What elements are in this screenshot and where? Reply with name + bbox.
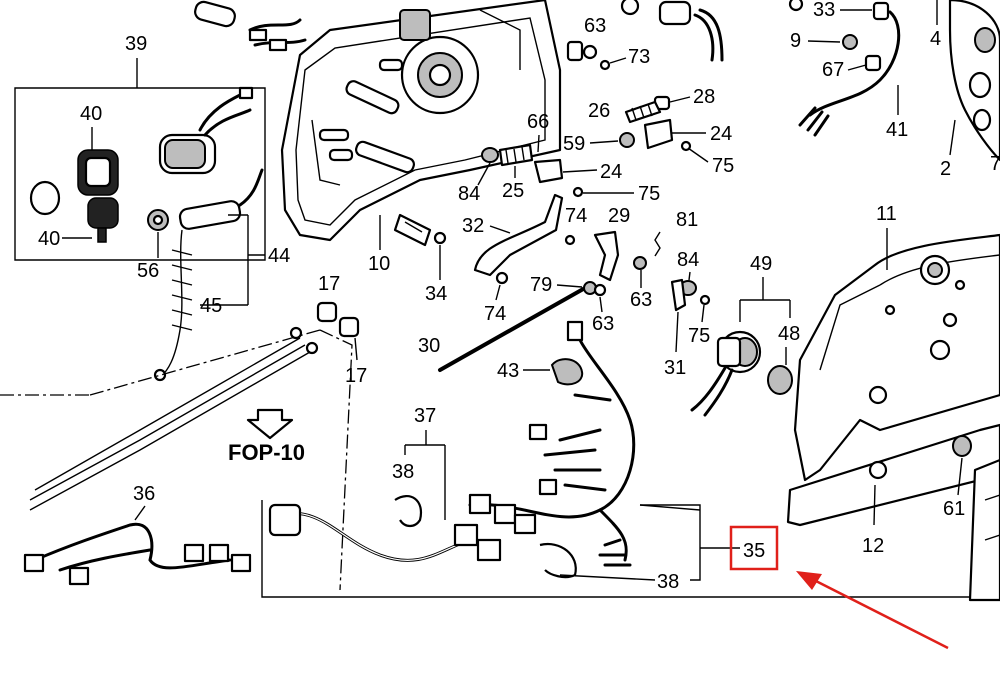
part-number-24-mid: 24 [600, 161, 622, 183]
throttle-cables [0, 326, 353, 591]
grommet-43 [550, 358, 584, 386]
part-number-38-top: 38 [392, 461, 414, 483]
part-number-35: 35 [743, 540, 765, 562]
control-box-housing [280, 0, 562, 242]
part-number-38-bottom: 38 [657, 571, 679, 593]
part-number-36: 36 [133, 483, 155, 505]
part-number-40-top: 40 [80, 103, 102, 125]
part-number-84-top: 84 [458, 183, 480, 205]
part-number-43: 43 [497, 360, 519, 382]
part-number-63-mid: 63 [630, 289, 652, 311]
rod-30 [438, 286, 587, 372]
connector-17b [338, 316, 360, 338]
part-number-44: 44 [268, 245, 290, 267]
part-number-48: 48 [778, 323, 800, 345]
part-number-2: 2 [940, 158, 951, 180]
lever-32 [473, 193, 564, 277]
part-number-4: 4 [930, 28, 941, 50]
connector-17a [316, 301, 338, 323]
top-harness [194, 0, 307, 52]
part-number-84-right: 84 [677, 249, 699, 271]
part-number-11: 11 [876, 203, 897, 225]
group-39-key-switch: 39 40 40 [14, 33, 266, 261]
part-number-75-a: 75 [712, 155, 734, 177]
part-number-9: 9 [790, 30, 801, 52]
part-number-17-top: 17 [318, 273, 340, 295]
part-number-31: 31 [664, 357, 686, 379]
part-number-75-c: 75 [688, 325, 710, 347]
part-number-26: 26 [588, 100, 610, 122]
part-number-63-top: 63 [584, 15, 606, 37]
main-harness-35 [268, 320, 636, 567]
highlight-arrow-icon [796, 571, 949, 650]
reference-label: FOP-10 [228, 440, 305, 465]
part-number-79: 79 [530, 274, 552, 296]
part-number-81: 81 [676, 209, 698, 231]
part-number-25: 25 [502, 180, 524, 202]
part-number-49: 49 [750, 253, 772, 275]
part-number-66: 66 [527, 111, 549, 133]
part-number-7: 7 [990, 153, 1000, 175]
side-housing-2 [948, 0, 1000, 162]
lanyard-switch [153, 168, 264, 382]
part-number-74-top: 74 [565, 205, 587, 227]
part-number-67: 67 [822, 59, 844, 81]
part-number-24-top: 24 [710, 123, 732, 145]
part-number-63-low: 63 [592, 313, 614, 335]
part-number-30: 30 [418, 335, 440, 357]
highlight-box [729, 525, 779, 571]
part-number-45: 45 [200, 295, 222, 317]
grommet-61 [952, 435, 972, 457]
side-cover-11 [793, 233, 1000, 482]
part-number-56: 56 [137, 260, 159, 282]
trim-switch-49 [690, 330, 762, 417]
cover-48 [767, 365, 793, 395]
part-number-40-bottom: 40 [38, 228, 60, 250]
clip-38-top [394, 495, 423, 528]
part-number-39: 39 [125, 33, 147, 55]
part-number-12: 12 [862, 535, 884, 557]
part-number-37: 37 [414, 405, 436, 427]
part-number-75-b: 75 [638, 183, 660, 205]
part-number-17-bottom: 17 [345, 365, 367, 387]
bracket-12 [786, 423, 1000, 602]
part-number-41: 41 [886, 119, 908, 141]
part-number-32: 32 [462, 215, 484, 237]
harness-36: 36 [23, 483, 252, 586]
part-number-33: 33 [813, 0, 835, 21]
part-number-28: 28 [693, 86, 715, 108]
clip-38-bottom [539, 542, 577, 579]
part-number-59: 59 [563, 133, 585, 155]
part-number-10: 10 [368, 253, 390, 275]
part-number-74-bottom: 74 [484, 303, 506, 325]
top-right-switch [658, 0, 724, 62]
part-number-34: 34 [425, 283, 447, 305]
part-number-73: 73 [628, 46, 650, 68]
part-number-29: 29 [608, 205, 630, 227]
part-number-61: 61 [943, 498, 965, 520]
reference-arrow-icon [246, 408, 294, 440]
